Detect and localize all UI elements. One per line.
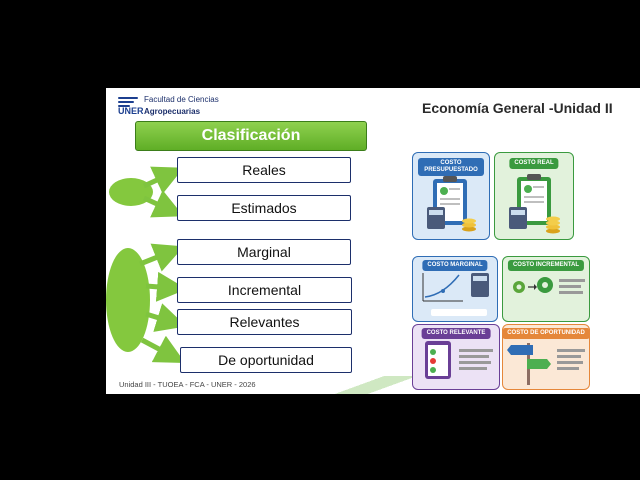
card-costo-marginal: COSTO MARGINAL — [412, 256, 498, 322]
card-label-real: COSTO REAL — [509, 158, 559, 169]
arrow-incremental — [145, 271, 187, 302]
card-label-incremental: COSTO INCREMENTAL — [507, 260, 585, 271]
card-costo-relevante: COSTO RELEVANTE — [412, 324, 500, 390]
slide-title: Economía General -Unidad II — [422, 100, 613, 116]
arrow-marginal — [139, 243, 184, 272]
slide-footer: Unidad III - TUOEA - FCA - UNER - 2026 — [119, 380, 256, 389]
item-oportunidad: De oportunidad — [180, 347, 352, 373]
gears-icon — [513, 277, 585, 294]
item-marginal: Marginal — [177, 239, 351, 265]
arrow-relevantes — [145, 303, 187, 332]
classification-heading: Clasificación — [135, 121, 367, 151]
logo-faculty-line2: Agropecuarias — [144, 107, 201, 116]
card-label-presupuestado: COSTO PRESUPUESTADO — [418, 158, 484, 176]
arrow-oportunidad — [140, 335, 186, 364]
signpost-icon — [507, 343, 585, 385]
clipboard-calculator-icon — [427, 176, 476, 232]
logo-faculty-line1: Facultad de Ciencias — [144, 95, 219, 104]
item-reales: Reales — [177, 157, 351, 183]
arrow-reales — [142, 166, 184, 194]
arrow-estimados — [142, 190, 184, 218]
card-costo-incremental: COSTO INCREMENTAL — [502, 256, 590, 322]
card-costo-real: COSTO REAL — [494, 152, 574, 240]
card-costo-oportunidad: COSTO DE OPORTUNIDAD — [502, 324, 590, 390]
card-label-marginal: COSTO MARGINAL — [422, 260, 488, 271]
cost-curve-chart-icon — [422, 273, 489, 316]
item-estimados: Estimados — [177, 195, 351, 221]
clipboard-coins-icon — [509, 174, 560, 234]
presentation-slide: Facultad de Ciencias UNER Agropecuarias … — [106, 88, 640, 394]
faculty-logo: Facultad de Ciencias — [118, 96, 219, 110]
item-incremental: Incremental — [177, 277, 352, 303]
card-label-oportunidad: COSTO DE OPORTUNIDAD — [503, 328, 589, 339]
uner-logo-icon — [118, 96, 140, 110]
card-label-relevante: COSTO RELEVANTE — [421, 328, 491, 339]
logo-brand: UNER — [118, 106, 144, 116]
card-costo-presupuestado: COSTO PRESUPUESTADO — [412, 152, 490, 240]
item-relevantes: Relevantes — [177, 309, 352, 335]
arrows-graphic — [139, 166, 187, 364]
checklist-icon — [425, 341, 493, 379]
